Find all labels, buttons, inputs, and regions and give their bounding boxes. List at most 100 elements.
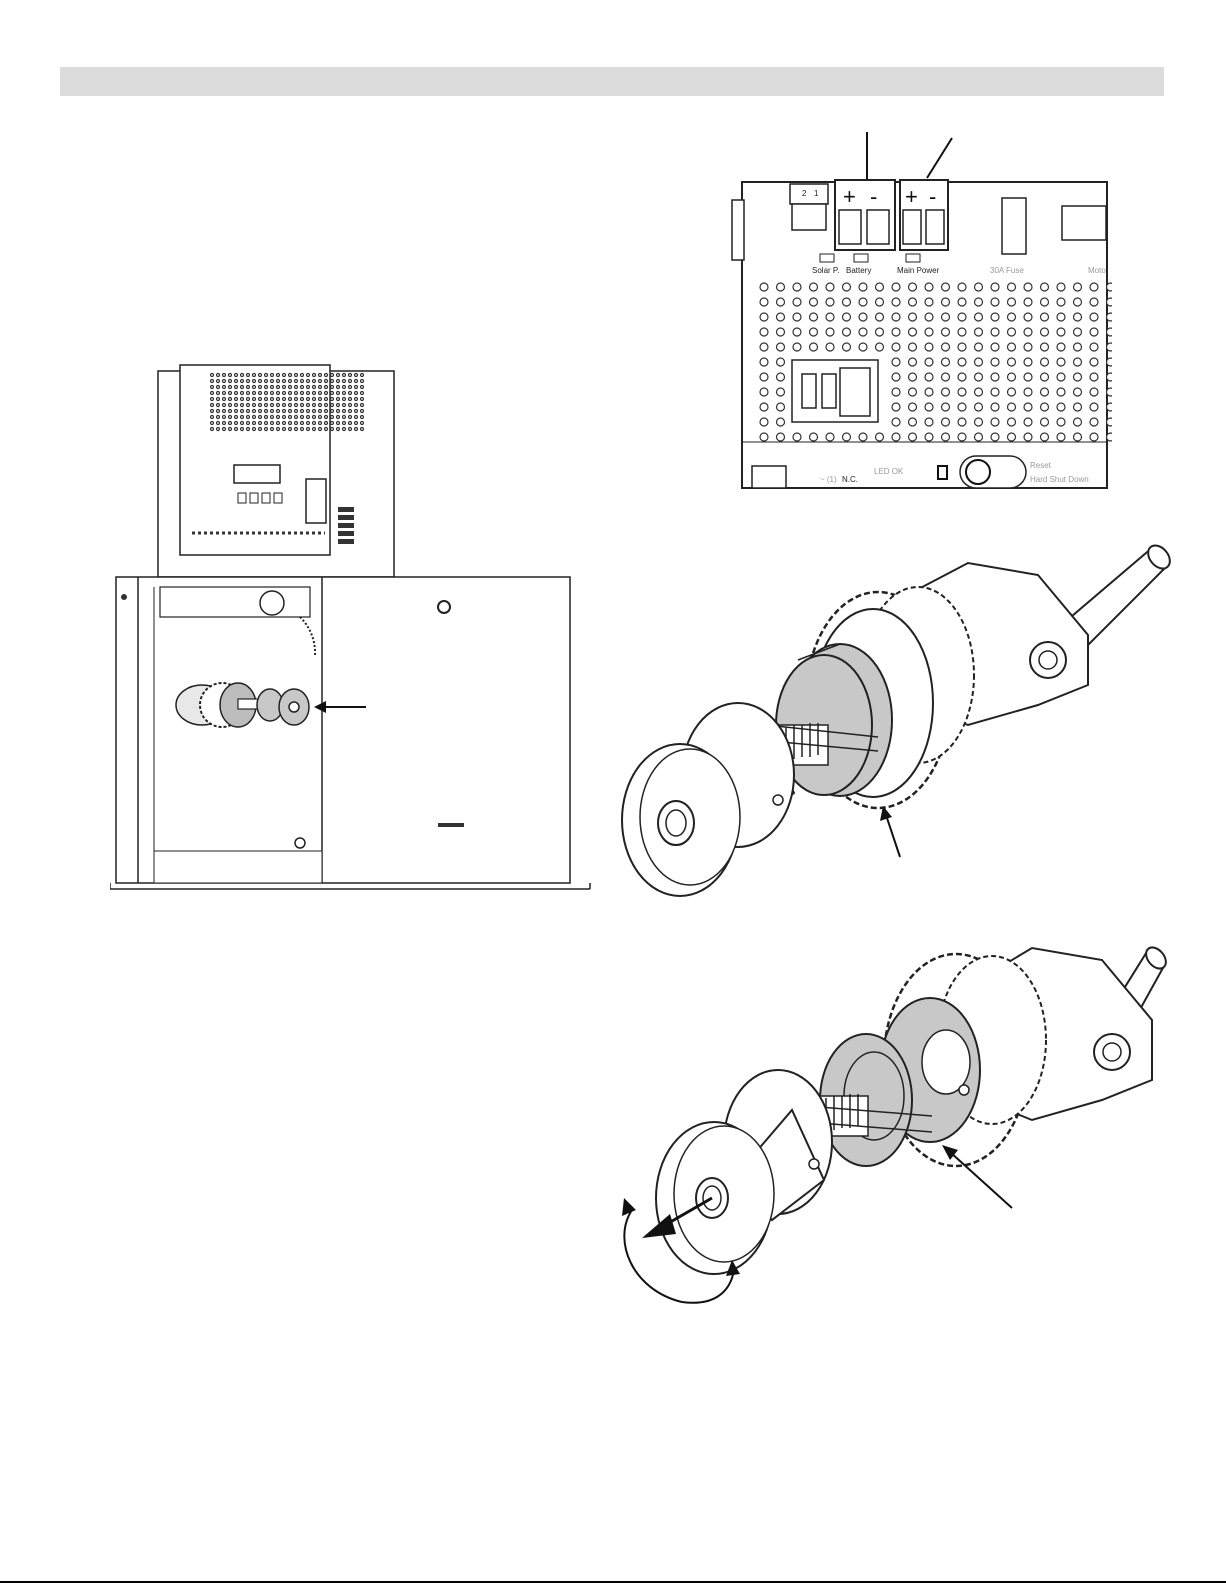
vent-hole <box>217 392 220 395</box>
vent-hole <box>1041 298 1049 306</box>
vent-hole <box>1008 388 1016 396</box>
vent-hole <box>1057 343 1065 351</box>
vent-hole <box>958 343 966 351</box>
vent-hole <box>247 380 250 383</box>
vent-hole <box>942 433 950 441</box>
vent-hole <box>975 418 983 426</box>
vent-hole <box>253 392 256 395</box>
vent-hole <box>1074 403 1082 411</box>
vent-hole <box>223 398 226 401</box>
vent-hole <box>277 380 280 383</box>
vent-hole <box>307 410 310 413</box>
vent-hole <box>1057 283 1065 291</box>
control-board-closeup-svg: 2 1 + - + - Solar P. Battery Main Power … <box>722 130 1112 490</box>
vent-hole <box>958 373 966 381</box>
vent-hole <box>859 283 867 291</box>
vent-hole <box>295 398 298 401</box>
vent-hole <box>343 428 346 431</box>
vent-hole <box>319 386 322 389</box>
vent-hole <box>253 428 256 431</box>
vent-hole <box>909 358 917 366</box>
vent-hole <box>283 404 286 407</box>
vent-hole <box>843 313 851 321</box>
vent-hole <box>1090 433 1098 441</box>
vent-hole <box>1107 373 1113 381</box>
vent-hole <box>295 416 298 419</box>
vent-hole <box>355 398 358 401</box>
vent-hole <box>301 386 304 389</box>
vent-hole <box>1090 343 1098 351</box>
vent-hole <box>223 416 226 419</box>
vent-hole <box>975 283 983 291</box>
vent-hole <box>307 428 310 431</box>
vent-hole <box>289 386 292 389</box>
vent-hole <box>958 433 966 441</box>
vent-hole <box>223 392 226 395</box>
vent-hole <box>271 380 274 383</box>
operator-assembly-figure <box>110 355 600 900</box>
vent-hole <box>942 388 950 396</box>
vent-hole <box>975 358 983 366</box>
vent-hole <box>241 398 244 401</box>
vent-hole <box>1024 283 1032 291</box>
vent-hole <box>283 428 286 431</box>
vent-hole <box>1024 433 1032 441</box>
nc-label: N.C. <box>842 475 858 484</box>
vent-hole <box>307 380 310 383</box>
vent-hole <box>892 283 900 291</box>
vent-hole <box>331 410 334 413</box>
vent-hole <box>876 433 884 441</box>
vent-hole <box>355 428 358 431</box>
vent-hole <box>1074 313 1082 321</box>
vent-hole <box>265 374 268 377</box>
vent-hole <box>793 433 801 441</box>
vent-hole <box>271 410 274 413</box>
vent-hole <box>259 386 262 389</box>
vent-hole <box>876 313 884 321</box>
vent-hole <box>229 410 232 413</box>
vent-hole <box>876 343 884 351</box>
vent-hole <box>777 388 785 396</box>
vent-hole <box>975 328 983 336</box>
vent-hole <box>217 416 220 419</box>
vent-hole <box>301 392 304 395</box>
vent-hole <box>925 298 933 306</box>
vent-hole <box>253 404 256 407</box>
vent-hole <box>892 403 900 411</box>
vent-hole <box>289 428 292 431</box>
vent-hole <box>810 433 818 441</box>
vent-hole <box>229 380 232 383</box>
vent-hole <box>942 328 950 336</box>
vent-hole <box>1090 283 1098 291</box>
vent-hole <box>942 358 950 366</box>
clutch-adjustment-figure <box>612 920 1182 1320</box>
vent-hole <box>826 433 834 441</box>
vent-hole <box>1057 313 1065 321</box>
vent-hole <box>325 374 328 377</box>
vent-hole <box>349 416 352 419</box>
vent-hole <box>892 358 900 366</box>
vent-hole <box>223 374 226 377</box>
vent-hole <box>211 374 214 377</box>
vent-hole <box>301 428 304 431</box>
vent-hole <box>1008 358 1016 366</box>
vent-hole <box>247 422 250 425</box>
vent-hole <box>331 380 334 383</box>
vent-hole <box>1090 373 1098 381</box>
terminal-label-2: 2 <box>802 189 807 198</box>
vent-hole <box>289 374 292 377</box>
vent-hole <box>211 416 214 419</box>
vent-hole <box>1008 283 1016 291</box>
vent-hole <box>211 392 214 395</box>
vent-hole <box>991 298 999 306</box>
vent-hole <box>1008 403 1016 411</box>
vent-hole <box>217 380 220 383</box>
vent-hole <box>349 422 352 425</box>
vent-hole <box>319 416 322 419</box>
vent-hole <box>777 358 785 366</box>
vent-hole <box>331 392 334 395</box>
vent-hole <box>289 392 292 395</box>
vent-hole <box>211 428 214 431</box>
svg-text:~ (1): ~ (1) <box>820 475 837 484</box>
vent-hole <box>283 380 286 383</box>
